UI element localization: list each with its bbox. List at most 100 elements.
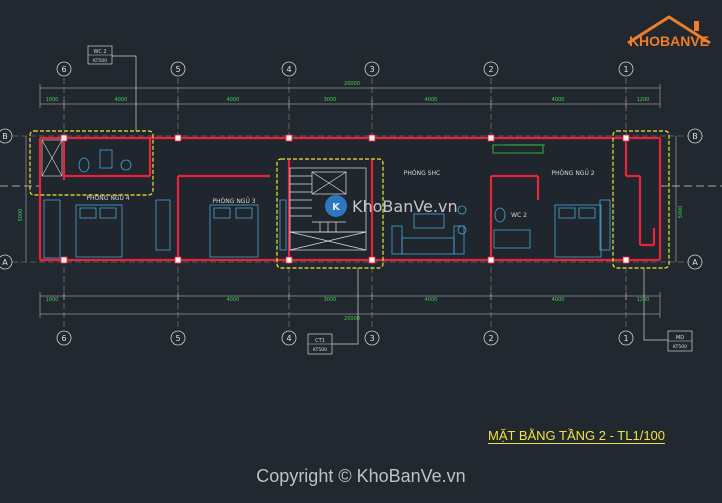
row-grid-bubbles: B A B A <box>0 128 703 270</box>
walls <box>38 136 662 262</box>
grid-label-2-bottom: 2 <box>488 334 493 343</box>
grid-label-4-top: 4 <box>286 65 291 74</box>
dim-top-seg-6: 4000 <box>552 97 565 103</box>
grid-label-5-bottom: 5 <box>175 334 180 343</box>
dim-bottom-seg-1: 1000 <box>46 297 59 303</box>
dim-bottom-seg-2: 4000 <box>227 297 240 303</box>
dim-left-side: 5000 <box>18 209 24 222</box>
grid-label-a-left: A <box>2 258 8 267</box>
grid-bubble-5-bottom <box>170 330 186 346</box>
dim-top-seg-4: 3000 <box>324 97 337 103</box>
dim-top-seg-7: 1200 <box>637 97 650 103</box>
watermark-logo-icon <box>325 195 347 217</box>
grid-bubble-a-right <box>687 254 703 270</box>
room-label-phong-ngu-4: PHÒNG NGỦ 4 <box>86 194 129 202</box>
grid-label-a-right: A <box>692 258 698 267</box>
basin-wc <box>120 159 132 171</box>
svg-text:K: K <box>332 202 341 213</box>
dim-bottom-seg-5: 4000 <box>552 297 565 303</box>
dim-top-seg-5: 4000 <box>425 97 438 103</box>
highlight-door <box>612 130 670 269</box>
grid-label-5-top: 5 <box>175 65 180 74</box>
callout-bottom-right-name: MD <box>676 335 684 341</box>
highlight-boxes <box>29 130 670 269</box>
dim-top-total: 20000 <box>344 81 360 87</box>
callout-top-left-name: WC 2 <box>93 49 106 55</box>
grid-label-1-bottom: 1 <box>623 334 628 343</box>
floor-outline <box>39 137 661 261</box>
grid-bubble-4-top <box>281 61 297 77</box>
furniture <box>43 144 611 259</box>
dim-top-seg-3: 4000 <box>227 97 240 103</box>
grid-label-b-left: B <box>2 132 8 141</box>
bottom-grid-bubbles: 6 5 4 3 2 1 <box>56 330 634 346</box>
callout-bottom-center-code: KT500 <box>313 347 327 353</box>
center-watermark: K KhoBanVe.vn <box>325 195 458 217</box>
logo-roof-icon <box>627 15 711 45</box>
room-labels: PHÒNG NGỦ 4 PHÒNG NGỦ 3 PHÒNG SHC PHÒNG … <box>86 169 594 219</box>
bed-room-3 <box>209 204 259 258</box>
dim-bottom-seg-4: 4000 <box>425 297 438 303</box>
copyright-watermark: Copyright © KhoBanVe.vn <box>256 466 466 486</box>
grid-bubble-b-right <box>687 128 703 144</box>
grid-bubble-2-bottom <box>483 330 499 346</box>
grid-label-3-bottom: 3 <box>369 334 374 343</box>
grid-label-2-top: 2 <box>488 65 493 74</box>
bathtub <box>493 229 531 249</box>
room-label-phong-shc: PHÒNG SHC <box>404 170 440 177</box>
callout-top-left: WC 2 KT500 <box>87 45 113 65</box>
highlight-wc <box>29 130 154 196</box>
grid-label-1-top: 1 <box>623 65 628 74</box>
structural-columns <box>60 134 630 264</box>
wardrobe-room-4 <box>155 199 171 251</box>
logo-text: KHOBANVE <box>629 33 709 49</box>
grid-bubble-5-top <box>170 61 186 77</box>
room-label-phong-ngu-3: PHÒNG NGỦ 3 <box>212 197 255 205</box>
watermark-text: KhoBanVe.vn <box>352 197 458 216</box>
dimension-texts: 20000 1000 4000 4000 3000 4000 4000 1200… <box>18 81 684 322</box>
room-label-wc-2: WC 2 <box>511 212 527 219</box>
dim-right-side: 5000 <box>678 206 684 219</box>
khobanve-logo: KHOBANVE <box>627 15 711 49</box>
callout-leaders <box>112 55 668 345</box>
grid-bubble-b-left <box>0 128 13 144</box>
dim-top-seg-1: 1000 <box>46 97 59 103</box>
grid-bubble-3-bottom <box>364 330 380 346</box>
top-grid-bubbles: 6 5 4 3 2 1 <box>56 61 634 77</box>
dim-bottom-seg-6: 1200 <box>637 297 650 303</box>
wc-shaft <box>41 139 63 177</box>
callout-bottom-right: MD KT500 <box>667 330 693 352</box>
highlight-stair <box>276 158 384 269</box>
dim-top-seg-2: 4000 <box>115 97 128 103</box>
grid-bubble-1-top <box>618 61 634 77</box>
dim-bottom-seg-3: 3000 <box>324 297 337 303</box>
dimension-lines <box>25 84 677 318</box>
grid-bubble-6-top <box>56 61 72 77</box>
grid-label-6-bottom: 6 <box>61 334 66 343</box>
grid-bubble-4-bottom <box>281 330 297 346</box>
grid-lines <box>12 78 690 328</box>
callout-bottom-center-name: CT1 <box>315 338 325 344</box>
callout-bottom-right-code: KT500 <box>673 344 687 350</box>
grid-bubble-a-left <box>0 254 13 270</box>
grid-label-3-top: 3 <box>369 65 374 74</box>
toilet-wc2 <box>494 207 506 223</box>
stair <box>289 167 367 251</box>
grid-label-6-top: 6 <box>61 65 66 74</box>
grid-bubble-2-top <box>483 61 499 77</box>
grid-label-4-bottom: 4 <box>286 334 291 343</box>
callout-top-left-code: KT500 <box>93 58 107 64</box>
grid-bubble-1-bottom <box>618 330 634 346</box>
room-label-phong-ngu-2: PHÒNG NGỦ 2 <box>551 169 594 177</box>
grid-bubble-3-top <box>364 61 380 77</box>
bed-room-4 <box>75 204 123 258</box>
grid-label-b-right: B <box>692 132 698 141</box>
callout-bottom-center: CT1 KT500 <box>307 333 333 355</box>
bed-room-2 <box>554 204 602 258</box>
drawing-title: MẶT BẰNG TẦNG 2 - TL1/100 <box>488 428 666 444</box>
toilet-wc <box>78 157 90 173</box>
grid-bubble-6-bottom <box>56 330 72 346</box>
dim-bottom-total: 20000 <box>344 316 360 322</box>
